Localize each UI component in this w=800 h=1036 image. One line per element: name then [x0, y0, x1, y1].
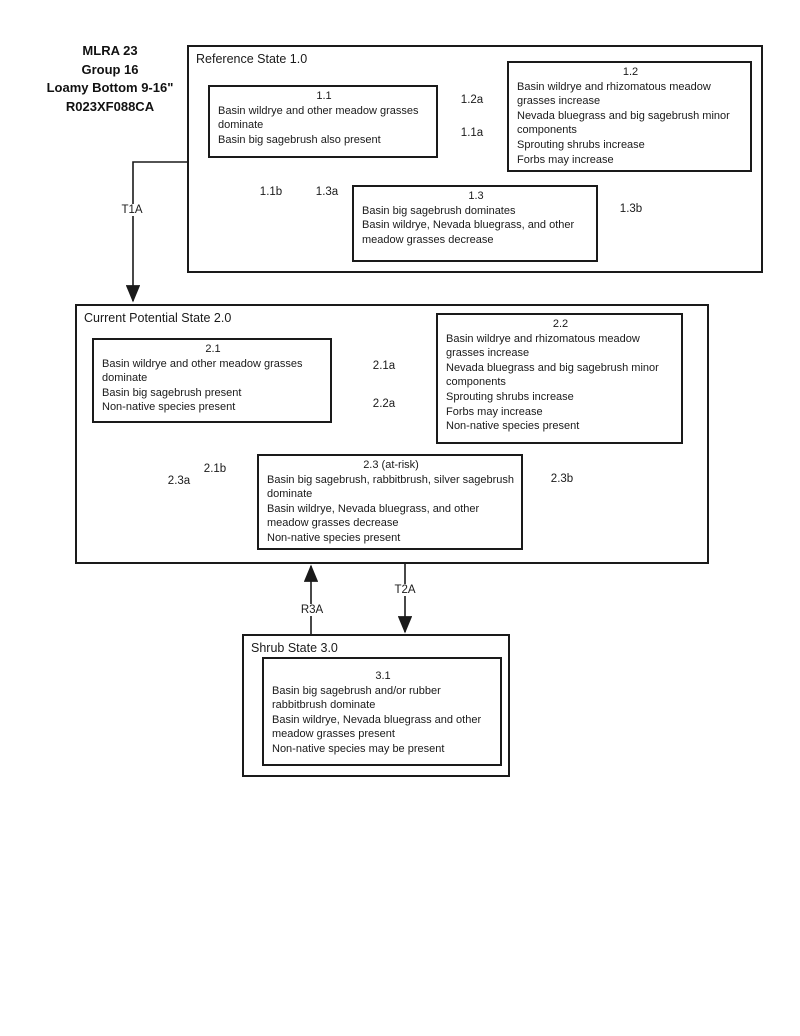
community-line: Nevada bluegrass and big sagebrush minor…: [517, 109, 730, 137]
community-line: Sprouting shrubs increase: [446, 390, 574, 403]
pathway-label-1-1a: 1.1a: [457, 127, 487, 139]
community-title-2-2: 2.2: [552, 318, 569, 330]
pathway-label-2-3b: 2.3b: [547, 473, 577, 485]
community-line: Basin big sagebrush, rabbitbrush, silver…: [267, 473, 515, 501]
site-id-code: R023XF088CA: [65, 98, 155, 114]
pathway-label-2-3a: 2.3a: [164, 475, 194, 487]
community-box-1-2: 1.2 Basin wildrye and rhizomatous meadow…: [507, 61, 752, 172]
site-id-group: Group 16: [81, 61, 139, 77]
community-title-1-2: 1.2: [622, 66, 639, 78]
community-line: Basin wildrye, Nevada bluegrass and othe…: [272, 713, 482, 741]
community-box-1-1: 1.1 Basin wildrye and other meadow grass…: [208, 85, 438, 158]
community-line: Basin big sagebrush also present: [218, 133, 381, 146]
community-line: Basin wildrye and other meadow grasses d…: [218, 104, 419, 132]
community-box-2-3: 2.3 (at-risk) Basin big sagebrush, rabbi…: [257, 454, 523, 550]
community-line: Non-native species present: [267, 531, 401, 544]
community-line: Sprouting shrubs increase: [517, 138, 645, 151]
community-box-2-1: 2.1 Basin wildrye and other meadow grass…: [92, 338, 332, 423]
community-line: Basin big sagebrush present: [102, 386, 242, 399]
community-line: Basin wildrye and rhizomatous meadow gra…: [517, 80, 711, 108]
community-line: Non-native species may be present: [272, 742, 445, 755]
state-label-current-potential: Current Potential State 2.0: [84, 311, 232, 325]
pathway-label-t2a: T2A: [391, 584, 419, 596]
community-line: Basin wildrye, Nevada bluegrass, and oth…: [362, 219, 575, 246]
community-title-1-3: 1.3: [468, 190, 484, 202]
community-line: Non-native species present: [102, 401, 236, 414]
community-box-1-3: 1.3 Basin big sagebrush dominates Basin …: [352, 185, 598, 262]
state-label-reference: Reference State 1.0: [196, 52, 308, 66]
pathway-label-1-3a: 1.3a: [312, 186, 342, 198]
community-line: Basin wildrye and other meadow grasses d…: [102, 357, 303, 385]
community-line: Basin big sagebrush and/or rubber rabbit…: [272, 684, 441, 712]
pathway-label-r3a: R3A: [297, 604, 327, 616]
community-line: Nevada bluegrass and big sagebrush minor…: [446, 361, 659, 389]
community-line: Non-native species present: [446, 420, 580, 433]
community-line: Forbs may increase: [517, 153, 614, 166]
site-id-name: Loamy Bottom 9-16": [46, 80, 174, 95]
community-title-2-1: 2.1: [205, 343, 221, 355]
pathway-label-2-1a: 2.1a: [369, 360, 399, 372]
arrow-t1a: [125, 161, 188, 303]
site-id-block: MLRA 23 Group 16 Loamy Bottom 9-16" R023…: [35, 42, 185, 116]
state-label-shrub: Shrub State 3.0: [251, 641, 338, 655]
pathway-label-2-2a: 2.2a: [369, 398, 399, 410]
pathway-label-t1a: T1A: [118, 204, 146, 216]
community-line: Forbs may increase: [446, 405, 543, 418]
community-box-2-2: 2.2 Basin wildrye and rhizomatous meadow…: [436, 313, 683, 444]
community-title-2-3: 2.3 (at-risk): [363, 459, 419, 471]
community-line: Basin big sagebrush dominates: [362, 204, 516, 217]
community-line: Basin wildrye and rhizomatous meadow gra…: [446, 332, 640, 360]
community-line: Basin wildrye, Nevada bluegrass, and oth…: [267, 502, 480, 530]
pathway-label-1-3b: 1.3b: [616, 203, 646, 215]
community-title-3-1: 3.1: [375, 670, 391, 682]
pathway-label-1-1b: 1.1b: [256, 186, 286, 198]
community-title-1-1: 1.1: [316, 90, 332, 102]
site-id-mlra: MLRA 23: [82, 43, 138, 58]
community-box-3-1: 3.1 Basin big sagebrush and/or rubber ra…: [262, 657, 502, 766]
pathway-label-2-1b: 2.1b: [200, 463, 230, 475]
pathway-label-1-2a: 1.2a: [457, 94, 487, 106]
